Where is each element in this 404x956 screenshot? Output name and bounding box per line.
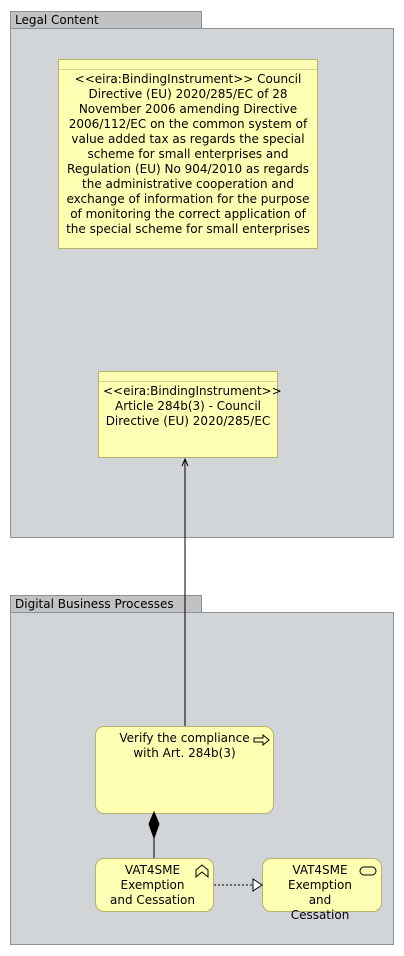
binding-instrument-article[interactable]: <<eira:BindingInstrument>> Article 284b(… xyxy=(98,371,282,458)
process-verify-compliance[interactable]: Verify the compliance with Art. 284b(3) xyxy=(95,726,274,814)
element-header xyxy=(59,60,317,70)
directive-text: <<eira:BindingInstrument>> Council Direc… xyxy=(66,72,310,236)
process-arrow-icon xyxy=(253,734,270,746)
binding-instrument-directive[interactable]: <<eira:BindingInstrument>> Council Direc… xyxy=(58,59,318,249)
realization-connector[interactable] xyxy=(181,457,189,726)
function-chevron-icon xyxy=(195,864,209,878)
vat-function-text: VAT4SME Exemption and Cessation xyxy=(110,863,195,907)
verify-text: Verify the compliance with Art. 284b(3) xyxy=(119,731,250,760)
element-header xyxy=(99,372,277,382)
vat-service-text: VAT4SME Exemption and Cessation xyxy=(288,863,352,922)
service-pill-icon xyxy=(359,866,377,876)
group-tab-digital-business-processes[interactable]: Digital Business Processes xyxy=(10,595,202,612)
group-tab-legal-content[interactable]: Legal Content xyxy=(10,11,202,28)
realization-dashed-connector[interactable] xyxy=(214,878,263,892)
service-vat4sme[interactable]: VAT4SME Exemption and Cessation xyxy=(262,858,382,922)
article-text: <<eira:BindingInstrument>> Article 284b(… xyxy=(103,384,282,428)
group-label-digital-business-processes: Digital Business Processes xyxy=(15,597,174,611)
composition-connector[interactable] xyxy=(148,810,160,858)
group-label-legal-content: Legal Content xyxy=(15,13,99,27)
function-vat4sme[interactable]: VAT4SME Exemption and Cessation xyxy=(95,858,214,912)
